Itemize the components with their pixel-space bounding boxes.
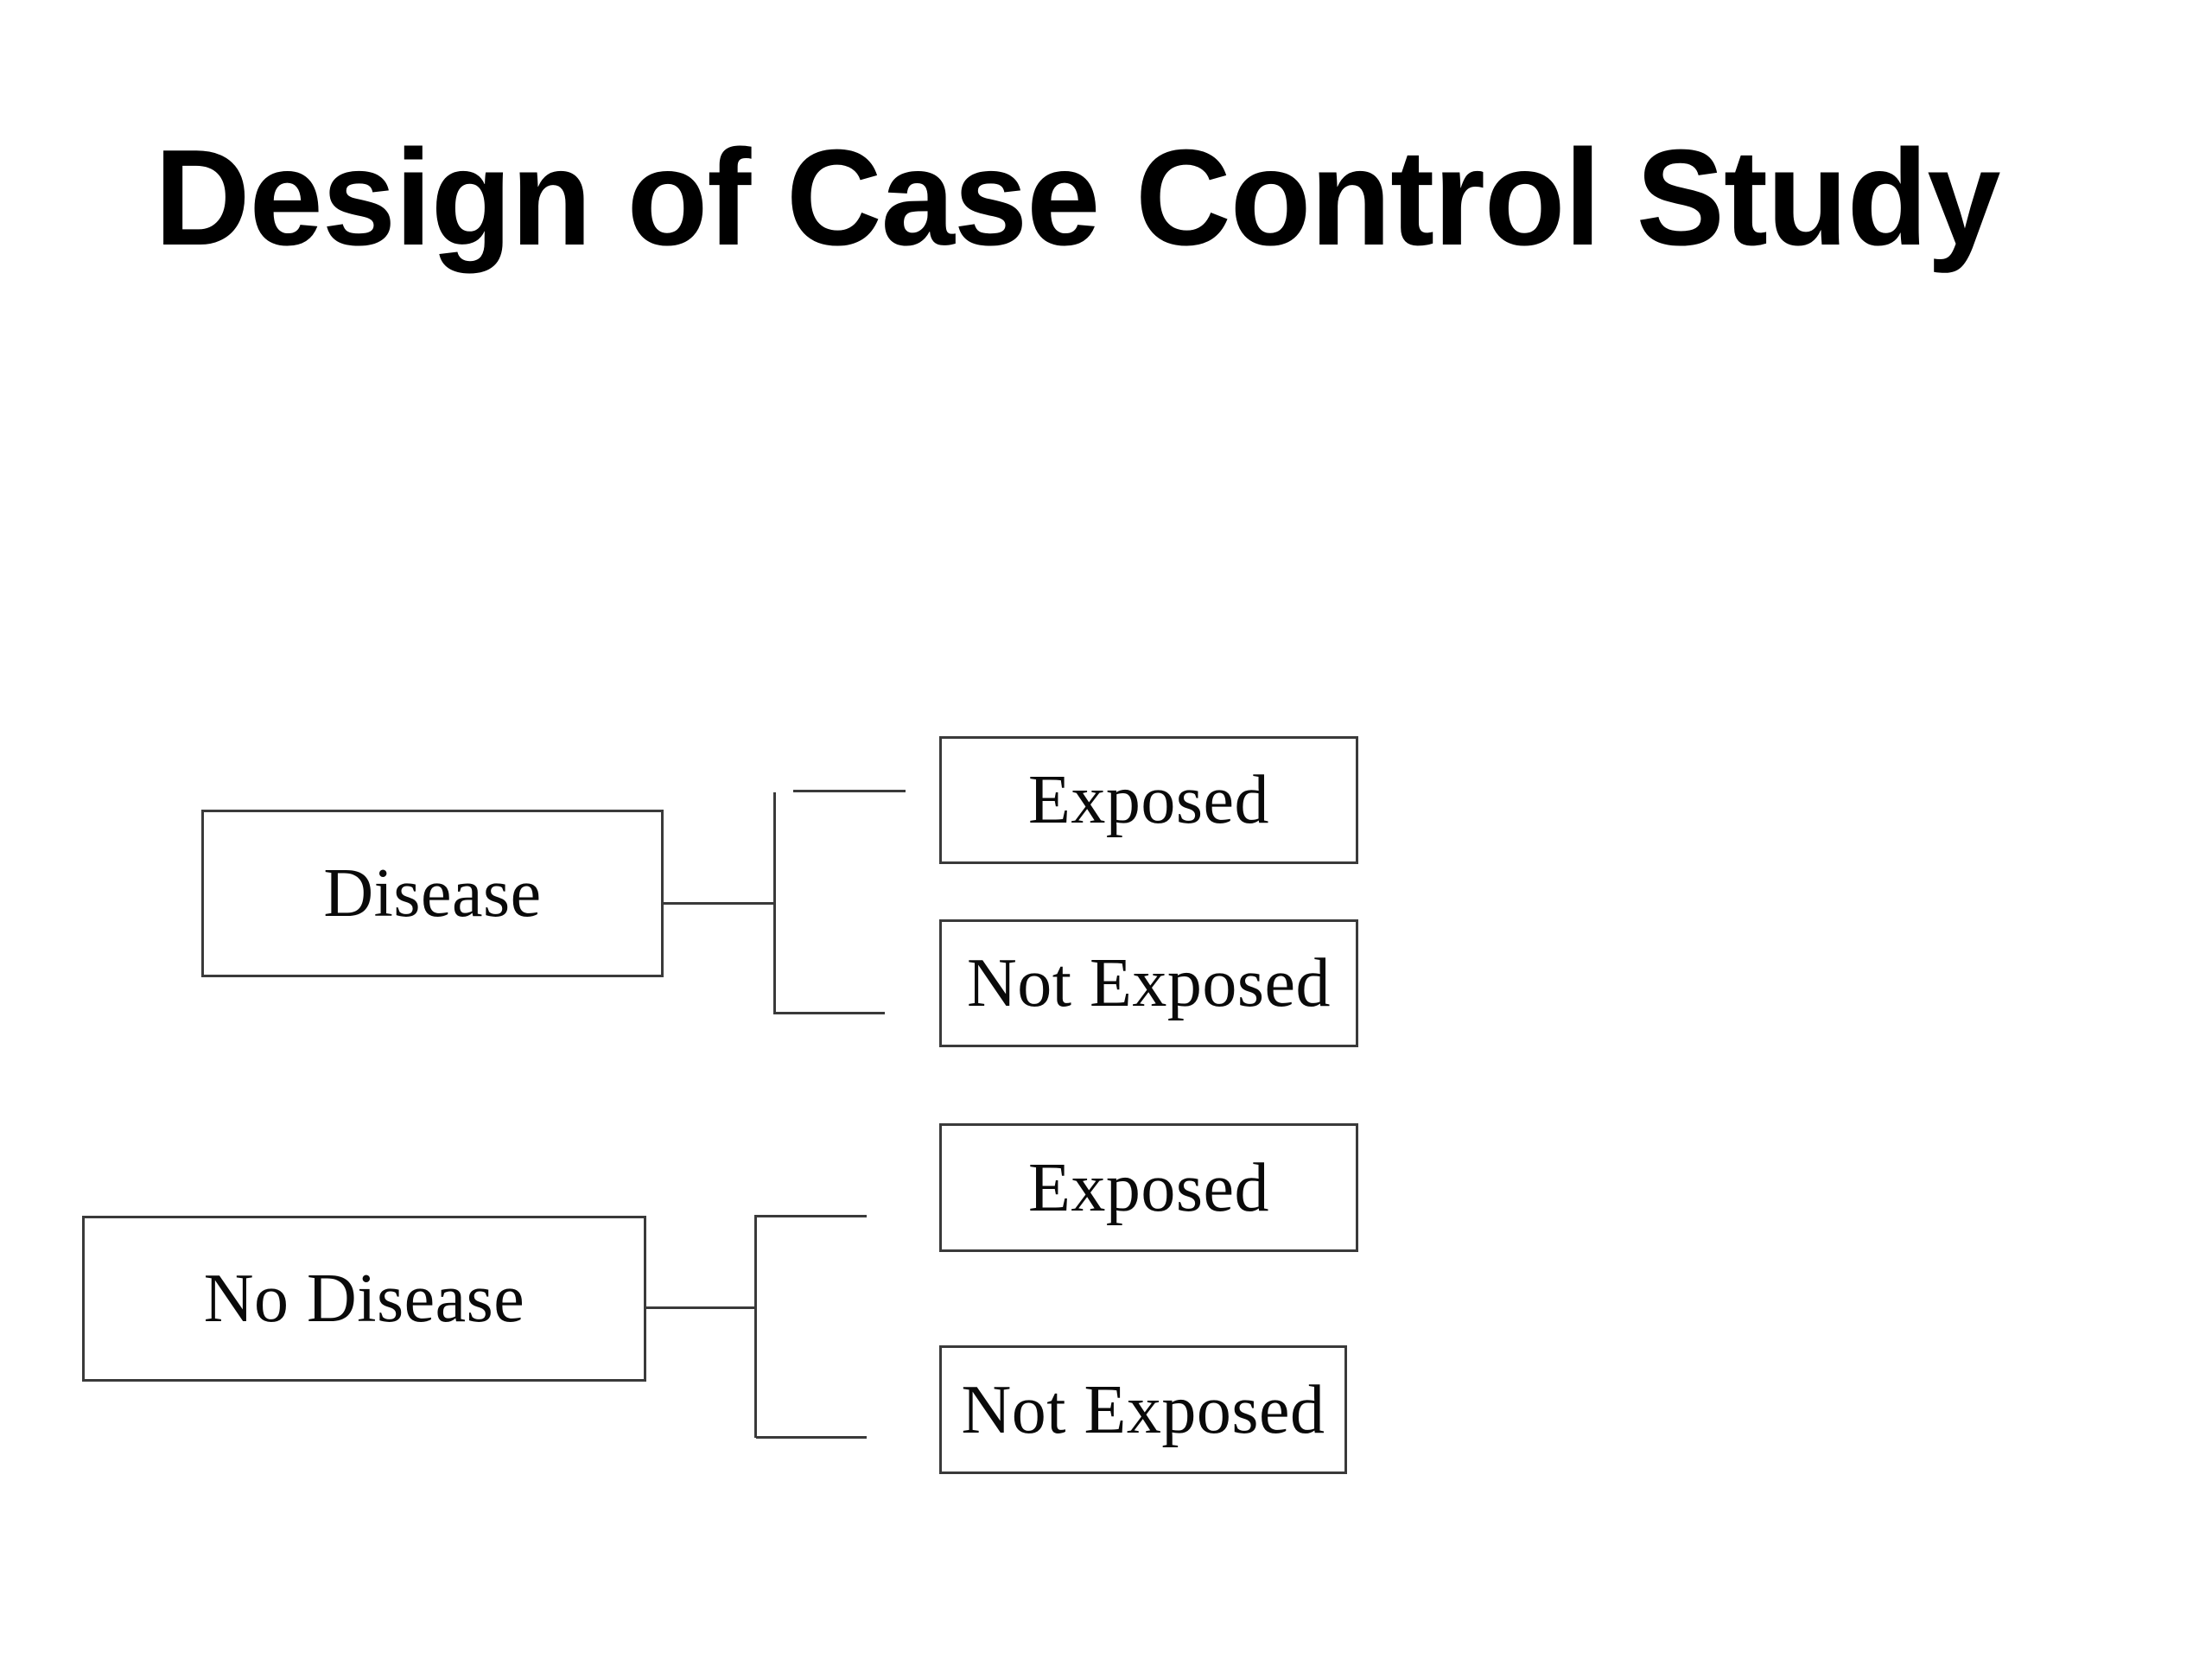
node-box-disease-exposed: Exposed [939, 736, 1358, 864]
connector-disease-spine [773, 792, 776, 1014]
node-label-disease: Disease [323, 855, 542, 931]
node-label-disease-exposed: Exposed [1027, 762, 1269, 838]
connector-no-disease-spine [754, 1215, 757, 1438]
node-label-no-disease: No Disease [203, 1261, 525, 1337]
connector-disease-to-exposed [793, 790, 906, 792]
node-label-no-disease-not-exposed: Not Exposed [961, 1371, 1325, 1448]
node-label-disease-not-exposed: Not Exposed [966, 945, 1331, 1021]
node-box-no-disease-exposed: Exposed [939, 1123, 1358, 1252]
node-box-no-disease-not-exposed: Not Exposed [939, 1345, 1347, 1474]
connector-disease-to-not-exposed [774, 1012, 885, 1014]
page-title: Design of Case Control Study [154, 122, 2001, 274]
node-box-disease-not-exposed: Not Exposed [939, 919, 1358, 1047]
connector-no-disease-to-exposed [756, 1215, 867, 1217]
connector-no-disease-to-not-exposed [756, 1436, 867, 1439]
connector-no-disease-lead [646, 1306, 756, 1309]
node-label-no-disease-exposed: Exposed [1027, 1149, 1269, 1226]
connector-disease-lead [664, 902, 776, 905]
node-box-no-disease: No Disease [82, 1216, 646, 1382]
node-box-disease: Disease [201, 810, 664, 977]
